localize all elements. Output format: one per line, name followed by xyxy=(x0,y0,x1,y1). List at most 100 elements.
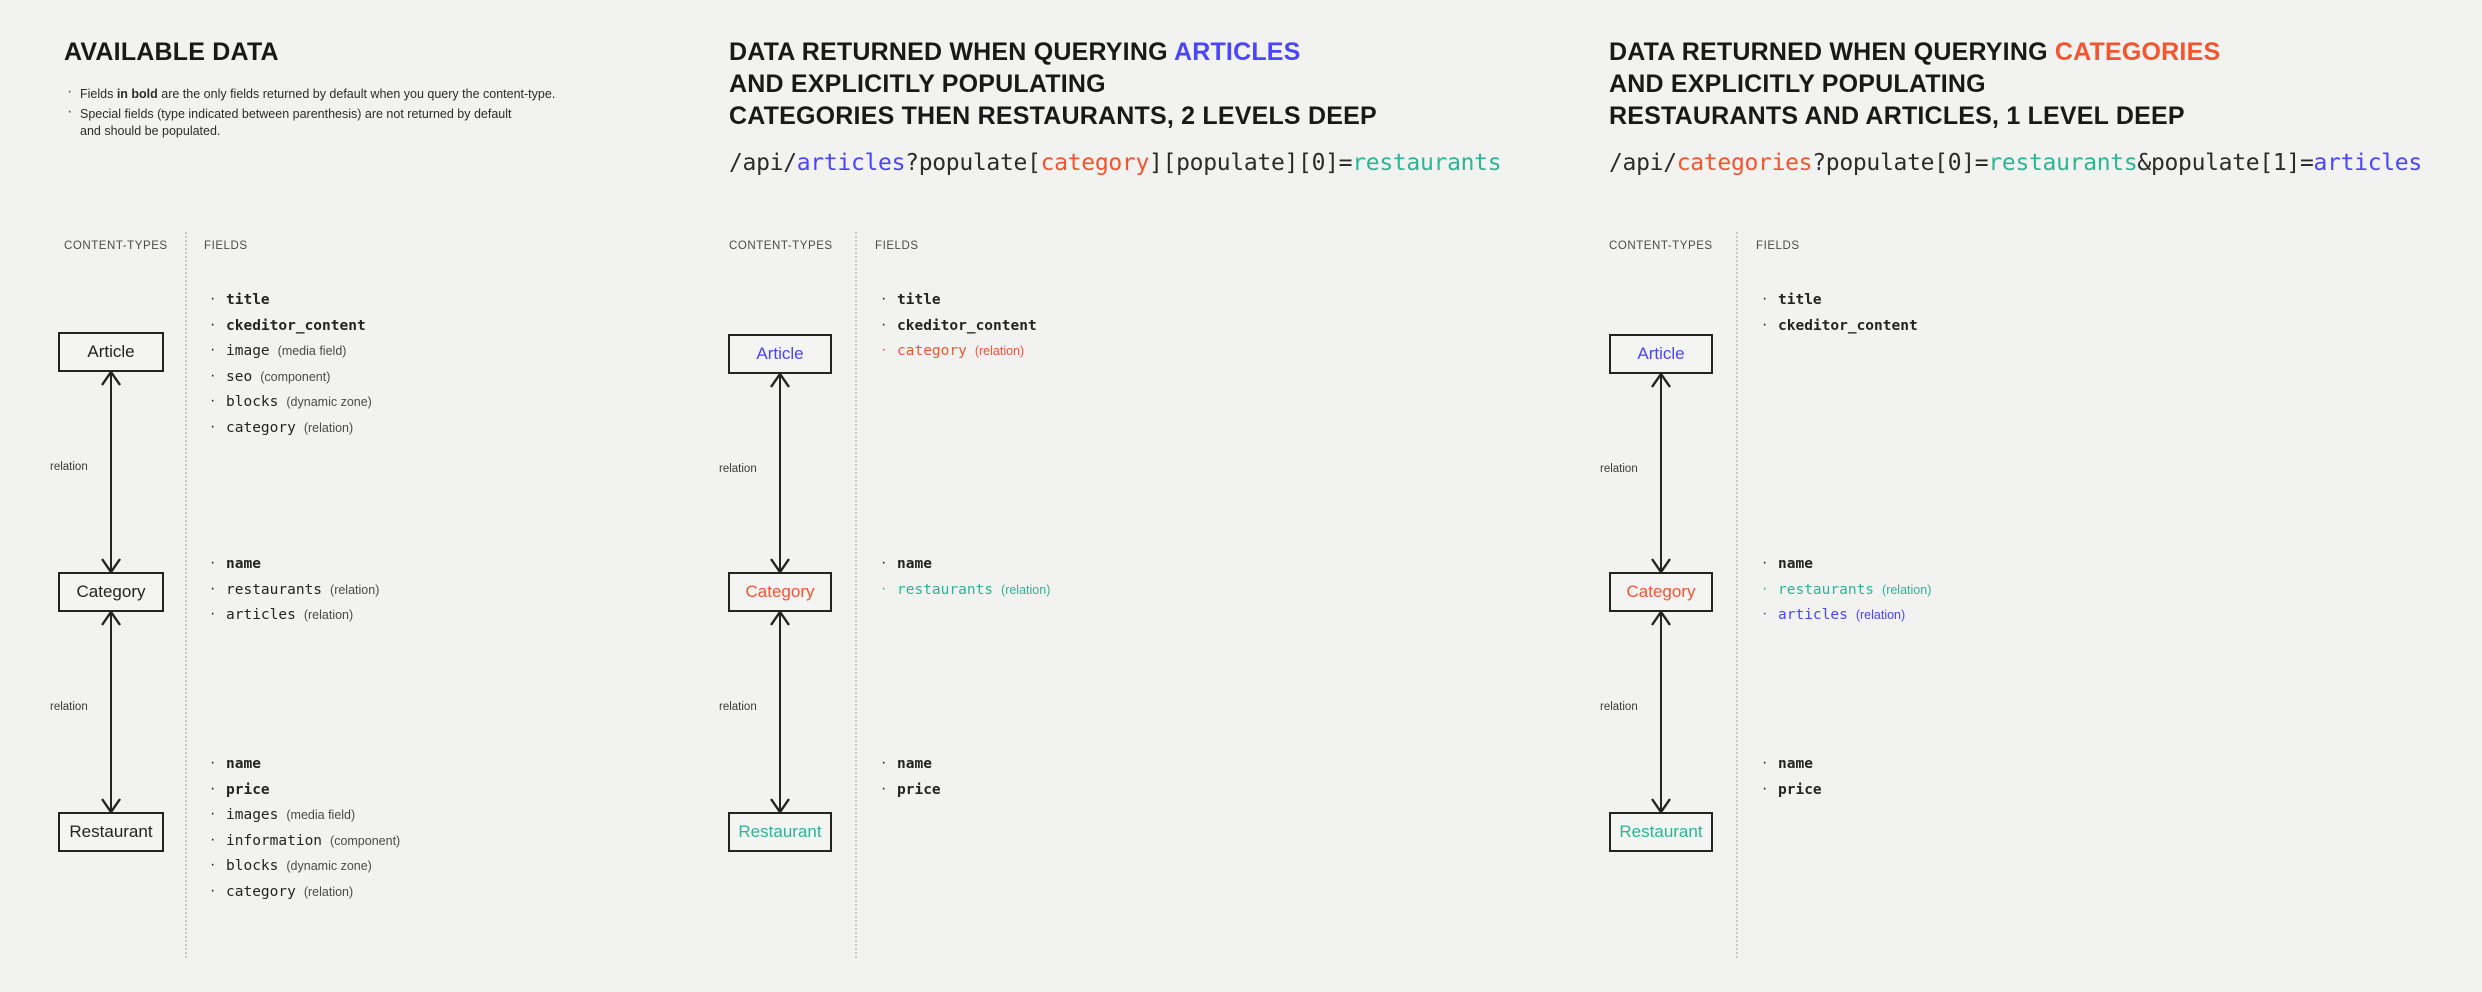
field-row: ckeditor_content xyxy=(204,312,372,340)
field-group-restaurant: name price xyxy=(1756,750,1822,803)
url-part-restaurants: restaurants xyxy=(1988,150,2138,176)
node-category[interactable]: Category xyxy=(58,572,164,612)
column-query-articles: DATA RETURNED WHEN QUERYING ARTICLES AND… xyxy=(716,0,1600,992)
field-row: ckeditor_content xyxy=(875,312,1037,340)
arrowhead-down-icon xyxy=(101,798,121,812)
sublabel-fields: FIELDS xyxy=(1756,240,1800,252)
edge-shaft xyxy=(779,374,781,572)
endpoint-url: /api/categories?populate[0]=restaurants&… xyxy=(1609,148,2422,178)
arrowhead-up-icon xyxy=(1651,612,1671,626)
field-row: seo(component) xyxy=(204,363,372,391)
node-article[interactable]: Article xyxy=(58,332,164,372)
node-restaurant[interactable]: Restaurant xyxy=(728,812,832,852)
legend-notes: Fields in bold are the only fields retur… xyxy=(64,83,684,140)
arrowhead-down-icon xyxy=(1651,798,1671,812)
field-row: ckeditor_content xyxy=(1756,312,1918,340)
field-group-restaurant: name price xyxy=(875,750,941,803)
field-row: restaurants(relation) xyxy=(875,576,1050,604)
url-part: ?populate[ xyxy=(905,150,1041,176)
field-row: title xyxy=(204,286,372,314)
note-pre: Special fields (type indicated between p… xyxy=(80,107,512,121)
note-post: are the only fields returned by default … xyxy=(157,87,556,101)
field-group-article: title ckeditor_content image(media field… xyxy=(204,286,372,442)
field-row: blocks(dynamic zone) xyxy=(204,388,372,416)
arrowhead-up-icon xyxy=(101,372,121,386)
column-divider xyxy=(1736,232,1738,958)
arrowhead-up-icon xyxy=(770,374,790,388)
title-line2: AND EXPLICITLY POPULATING xyxy=(729,70,1106,98)
url-part-articles: articles xyxy=(796,150,906,176)
field-group-restaurant: name price images(media field) informati… xyxy=(204,750,400,906)
field-row: restaurants(relation) xyxy=(1756,576,1931,604)
arrowhead-down-icon xyxy=(1651,558,1671,572)
edge-article-category: relation xyxy=(1597,374,1673,572)
url-part-restaurants: restaurants xyxy=(1352,150,1502,176)
edge-label: relation xyxy=(47,460,91,474)
sublabel-fields: FIELDS xyxy=(875,240,919,252)
field-row: title xyxy=(1756,286,1918,314)
arrowhead-down-icon xyxy=(770,798,790,812)
field-row: articles(relation) xyxy=(204,601,379,629)
page-title: DATA RETURNED WHEN QUERYING ARTICLES AND… xyxy=(729,36,1529,132)
field-group-article: title ckeditor_content category(relation… xyxy=(875,286,1037,365)
note-bold: in bold xyxy=(116,87,158,101)
endpoint-url: /api/articles?populate[category][populat… xyxy=(729,148,1502,178)
field-row: category(relation) xyxy=(204,878,400,906)
column-header: DATA RETURNED WHEN QUERYING ARTICLES AND… xyxy=(729,36,1529,132)
node-article[interactable]: Article xyxy=(728,334,832,374)
column-query-categories: DATA RETURNED WHEN QUERYING CATEGORIES A… xyxy=(1597,0,2482,992)
arrowhead-down-icon xyxy=(101,558,121,572)
field-row: name xyxy=(1756,750,1822,778)
field-row: images(media field) xyxy=(204,801,400,829)
field-row: name xyxy=(204,750,400,778)
field-row: image(media field) xyxy=(204,337,372,365)
arrowhead-up-icon xyxy=(1651,374,1671,388)
title-text: AVAILABLE DATA xyxy=(64,38,279,66)
url-part: ?populate[0]= xyxy=(1812,150,1989,176)
url-part-category: category xyxy=(1040,150,1150,176)
title-line3: CATEGORIES THEN RESTAURANTS, 2 LEVELS DE… xyxy=(729,102,1377,130)
title-text: DATA RETURNED WHEN QUERYING xyxy=(729,38,1174,66)
field-row: blocks(dynamic zone) xyxy=(204,852,400,880)
field-row: restaurants(relation) xyxy=(204,576,379,604)
edge-label: relation xyxy=(1597,700,1641,714)
arrowhead-down-icon xyxy=(770,558,790,572)
field-row: name xyxy=(875,550,1050,578)
url-part: /api/ xyxy=(729,150,797,176)
title-line3: RESTAURANTS AND ARTICLES, 1 LEVEL DEEP xyxy=(1609,102,2185,130)
field-row: articles(relation) xyxy=(1756,601,1931,629)
node-restaurant[interactable]: Restaurant xyxy=(1609,812,1713,852)
edge-shaft xyxy=(779,612,781,812)
edge-label: relation xyxy=(47,700,91,714)
edge-label: relation xyxy=(1597,462,1641,476)
field-group-category: name restaurants(relation) articles(rela… xyxy=(1756,550,1931,629)
arrowhead-up-icon xyxy=(770,612,790,626)
title-accent-articles: ARTICLES xyxy=(1173,38,1301,66)
edge-shaft xyxy=(110,612,112,812)
column-divider xyxy=(185,232,187,958)
column-header: DATA RETURNED WHEN QUERYING CATEGORIES A… xyxy=(1609,36,2409,132)
edge-article-category: relation xyxy=(716,374,792,572)
field-row: name xyxy=(1756,550,1931,578)
field-row: category(relation) xyxy=(875,337,1037,365)
url-part: /api/ xyxy=(1609,150,1677,176)
url-part: ][populate][0]= xyxy=(1149,150,1353,176)
node-restaurant[interactable]: Restaurant xyxy=(58,812,164,852)
url-part-categories: categories xyxy=(1676,150,1813,176)
page-title: AVAILABLE DATA xyxy=(64,36,864,68)
legend-note: Special fields (type indicated between p… xyxy=(64,103,684,140)
field-group-category: name restaurants(relation) xyxy=(875,550,1050,604)
node-category[interactable]: Category xyxy=(1609,572,1713,612)
edge-article-category: relation xyxy=(47,372,123,572)
page-title: DATA RETURNED WHEN QUERYING CATEGORIES A… xyxy=(1609,36,2409,132)
note-line2: and should be populated. xyxy=(80,124,221,138)
node-article[interactable]: Article xyxy=(1609,334,1713,374)
edge-label: relation xyxy=(716,700,760,714)
node-category[interactable]: Category xyxy=(728,572,832,612)
edge-shaft xyxy=(1660,612,1662,812)
field-row: category(relation) xyxy=(204,414,372,442)
edge-shaft xyxy=(110,372,112,572)
column-available-data: AVAILABLE DATA Fields in bold are the on… xyxy=(0,0,760,992)
edge-category-restaurant: relation xyxy=(47,612,123,812)
